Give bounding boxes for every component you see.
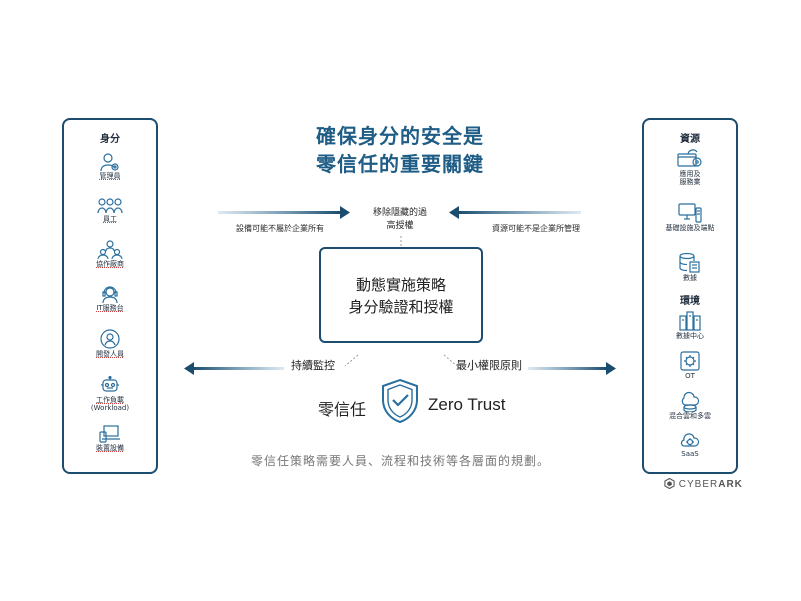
continuous-monitoring-label: 持續監控 [291,359,335,372]
center-box: 動態實施策略 身分驗證和授權 [319,247,483,343]
left-top-label: 設備可能不屬於企業所有 [236,224,324,233]
identity-developers-label: 開發人員 [96,350,124,358]
resource-saas: SaaS [644,430,736,458]
cyberark-logo-icon [664,477,675,490]
cyberark-logo-light: CYBER [678,479,719,490]
arrow-bottom-left [184,362,284,375]
identity-devices-label: 裝置設備 [96,444,124,452]
top-label-line2: 高授權 [386,221,414,231]
resource-apps-label-2: 服務業 [679,178,701,186]
apps-services-icon [677,149,702,167]
robot-icon [101,376,119,392]
resource-datacenter-label: 數據中心 [676,332,704,340]
identity-devices: 裝置設備 [64,424,156,452]
zero-trust-chinese: 零信任 [318,400,367,419]
resource-infrastructure: 基礎設施及端點 [644,202,736,232]
resource-infrastructure-label: 基礎設施及端點 [665,224,715,232]
identity-helpdesk-label: IT服務台 [96,304,124,312]
least-privilege-label: 最小權限原則 [456,359,522,372]
center-line-2: 身分驗證和授權 [348,298,454,316]
footer-note: 零信任策略需要人員、流程和技術等各層面的規劃。 [250,454,550,468]
resource-hybrid-cloud: 混合雲和多雲 [644,388,736,420]
datacenter-icon [679,311,701,331]
environments-header: 環境 [680,296,700,307]
identity-vendors-label: 協作廠商 [96,260,124,268]
developer-icon [100,329,120,349]
identities-header: 身分 [100,134,120,145]
cyberark-logo: CYBERARK [664,477,743,490]
identity-workload-label-2: (Workload) [90,404,130,412]
top-label-line1: 移除隱藏的過 [372,208,427,218]
hybrid-cloud-icon [681,391,700,412]
saas-icon [680,433,700,447]
employees-icon [97,198,123,214]
identity-workload: 工作負載 (Workload) [64,376,156,412]
identities-panel: 身分 管理員 員工 協作廠商 IT服務台 開發人員 [62,118,158,474]
identity-employees: 員工 [64,197,156,223]
vendors-icon [97,240,123,260]
identity-vendors: 協作廠商 [64,240,156,268]
shield-check-icon [382,378,418,424]
data-icon [679,252,700,273]
arrow-bottom-right [528,362,616,375]
connector-bottom-left [344,354,359,367]
resource-apps: 應用及 服務業 [644,148,736,186]
identity-workload-label: 工作負載 [96,396,124,404]
resource-saas-label: SaaS [681,450,699,458]
zero-trust-english: Zero Trust [428,395,506,414]
arrow-top-right [449,206,581,219]
center-line-1: 動態實施策略 [355,276,446,294]
right-top-label: 資源可能不是企業所管理 [492,224,580,233]
resource-apps-label: 應用及 [679,170,701,178]
resource-ot: OT [644,350,736,380]
resources-panel: 資源 應用及 服務業 基礎設施及端點 數據 環境 數據中心 OT [642,118,738,474]
resource-data-label: 數據 [683,274,697,282]
connector-bottom-right [443,354,458,367]
identity-admin-label: 管理員 [99,172,121,180]
identity-helpdesk: IT服務台 [64,284,156,312]
resource-data: 數據 [644,252,736,282]
devices-icon [99,425,120,443]
identity-admin: 管理員 [64,152,156,180]
resource-hybrid-cloud-label: 混合雲和多雲 [669,412,711,420]
admin-user-icon [100,153,119,172]
arrow-top-left [218,206,350,219]
resource-datacenter: 數據中心 [644,310,736,340]
infrastructure-icon [678,203,702,223]
identity-employees-label: 員工 [103,215,117,223]
ot-icon [680,351,700,371]
identity-developers: 開發人員 [64,328,156,358]
resource-ot-label: OT [685,372,695,380]
resources-header: 資源 [680,134,700,145]
title-line-1: 確保身分的安全是 [316,124,484,148]
cyberark-logo-bold: ARK [718,479,743,490]
title-line-2: 零信任的重要關鍵 [316,152,484,176]
helpdesk-icon [102,286,118,304]
